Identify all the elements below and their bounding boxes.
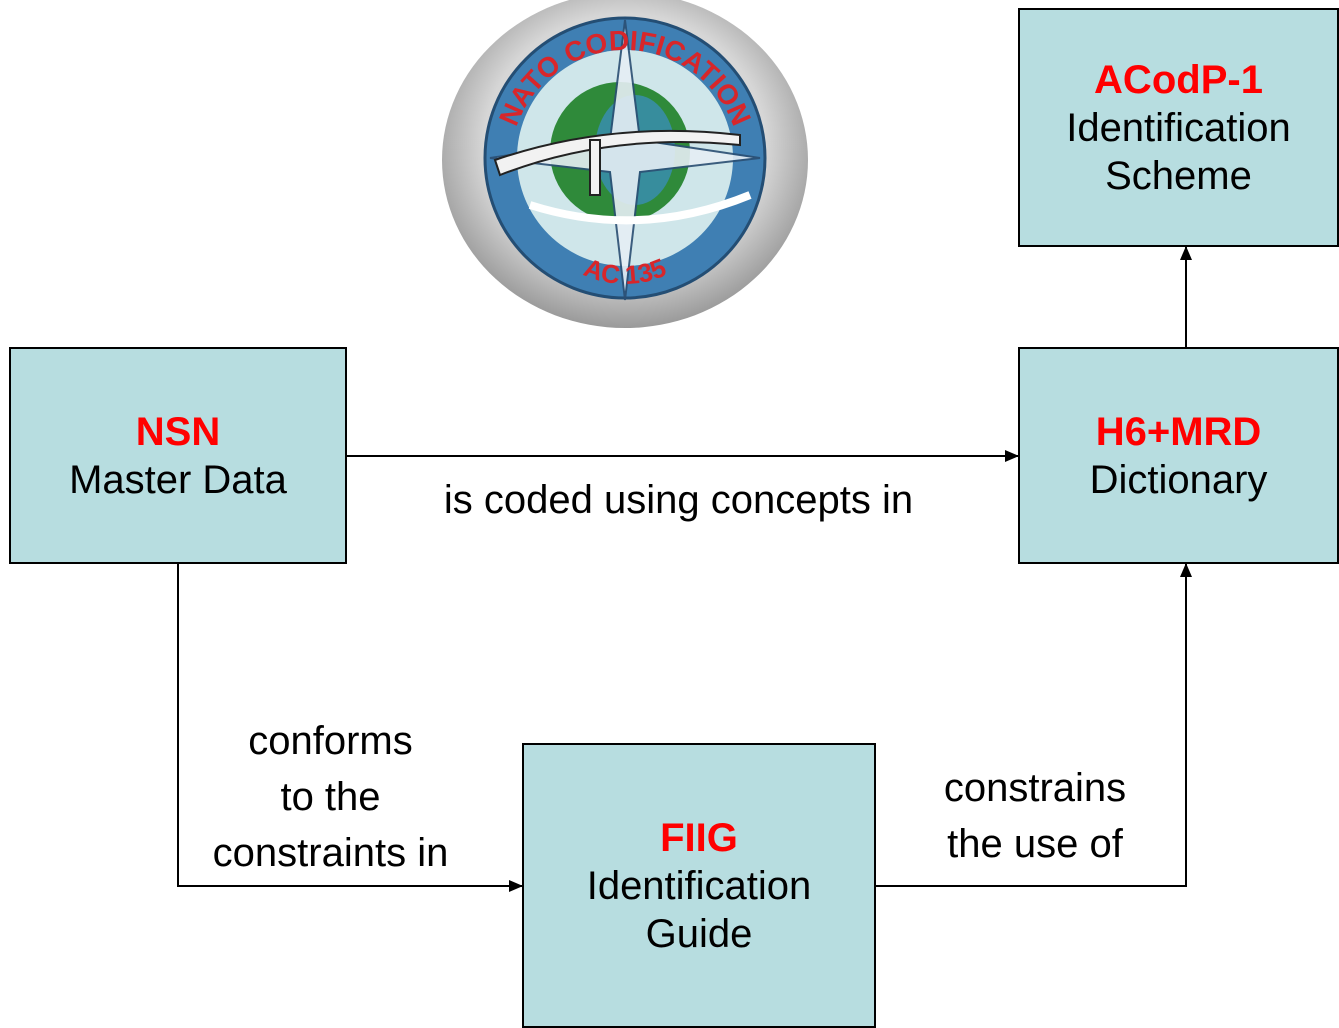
label-conforms-line-1: conforms	[248, 719, 413, 763]
nsn-subtitle: Master Data	[69, 457, 287, 502]
label-conforms-line-3: constraints in	[212, 831, 449, 875]
label-constrains-line-2: the use of	[947, 822, 1123, 866]
acodp-subtitle-2: Scheme	[1105, 153, 1252, 198]
bridge-icon	[493, 129, 741, 177]
arrow-nsn-to-fiig	[177, 564, 523, 892]
fiig-box: FIIG Identification Guide	[522, 743, 876, 1028]
fiig-subtitle-2: Guide	[645, 911, 753, 956]
h6-subtitle: Dictionary	[1089, 457, 1268, 502]
label-is-coded-using: is coded using concepts in	[443, 478, 914, 522]
arrow-fiig-to-h6	[876, 563, 1192, 887]
h6-title: H6+MRD	[1095, 409, 1262, 454]
acodp-box: ACodP-1 Identification Scheme	[1018, 8, 1339, 247]
bridge-pillar	[589, 139, 601, 196]
label-constrains-line-1: constrains	[943, 766, 1127, 810]
h6-box: H6+MRD Dictionary	[1018, 347, 1339, 564]
nsn-title: NSN	[135, 409, 221, 454]
fiig-title: FIIG	[660, 815, 738, 860]
nsn-box: NSN Master Data	[9, 347, 347, 564]
acodp-subtitle: Identification	[1066, 105, 1291, 150]
road-swoosh	[528, 191, 752, 225]
label-constrains-use: constrains the use of	[905, 760, 1165, 872]
fiig-subtitle: Identification	[586, 863, 812, 908]
nato-codification-logo: NATO CODIFICATION AC 135	[442, 0, 808, 328]
label-conforms-line-2: to the	[280, 775, 381, 819]
acodp-title: ACodP-1	[1094, 57, 1263, 102]
label-conforms-to: conforms to the constraints in	[188, 713, 473, 881]
